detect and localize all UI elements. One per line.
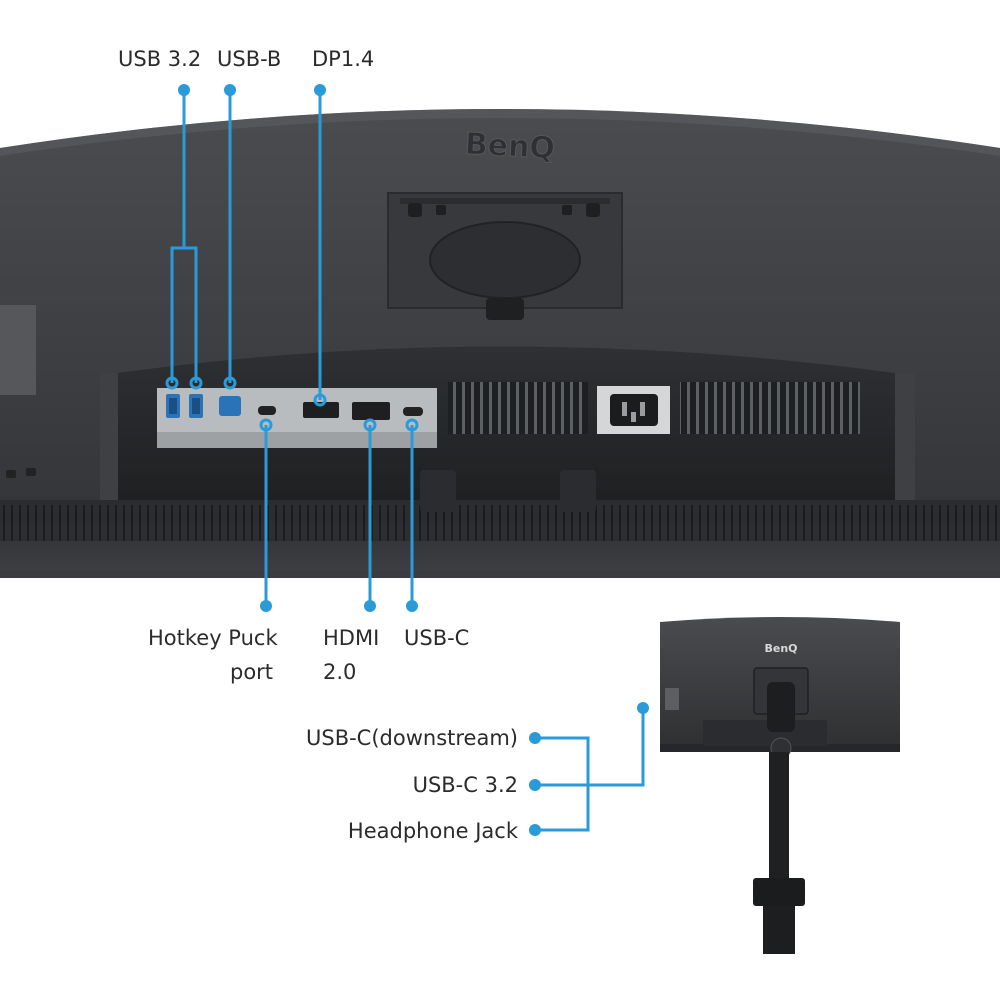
label-hotkey-port: port — [230, 660, 274, 684]
usb-c-port — [403, 407, 423, 416]
dp-port — [352, 402, 390, 420]
label-hdmi: HDMI — [323, 626, 380, 650]
label-usb-c-downstream: USB-C(downstream) — [306, 726, 518, 750]
label-usb-b: USB-B — [217, 47, 282, 71]
monitor-back — [0, 109, 1000, 578]
hotkey-puck-port — [258, 406, 276, 415]
side-callout-dots — [529, 702, 649, 836]
usb-32-ports — [166, 394, 203, 418]
label-dp: DP1.4 — [312, 47, 375, 71]
label-usb-c-32: USB-C 3.2 — [412, 773, 518, 797]
label-usb-32: USB 3.2 — [118, 47, 202, 71]
main-brand-logo: BenQ — [464, 127, 556, 167]
side-callout-lines — [535, 708, 645, 832]
small-brand-logo: BenQ — [764, 642, 797, 655]
usb-b-port — [219, 396, 241, 416]
label-headphone-jack: Headphone Jack — [347, 819, 518, 843]
label-hdmi-version: 2.0 — [323, 660, 357, 684]
small-monitor — [660, 617, 900, 954]
label-usb-c: USB-C — [404, 626, 470, 650]
callout-lines — [170, 90, 414, 606]
hdmi-port — [303, 402, 339, 418]
port-bay — [100, 346, 915, 512]
callout-dots — [178, 84, 418, 612]
port-markers — [165, 376, 419, 432]
label-hotkey-puck: Hotkey Puck — [148, 626, 278, 650]
vesa-mount — [387, 192, 623, 320]
